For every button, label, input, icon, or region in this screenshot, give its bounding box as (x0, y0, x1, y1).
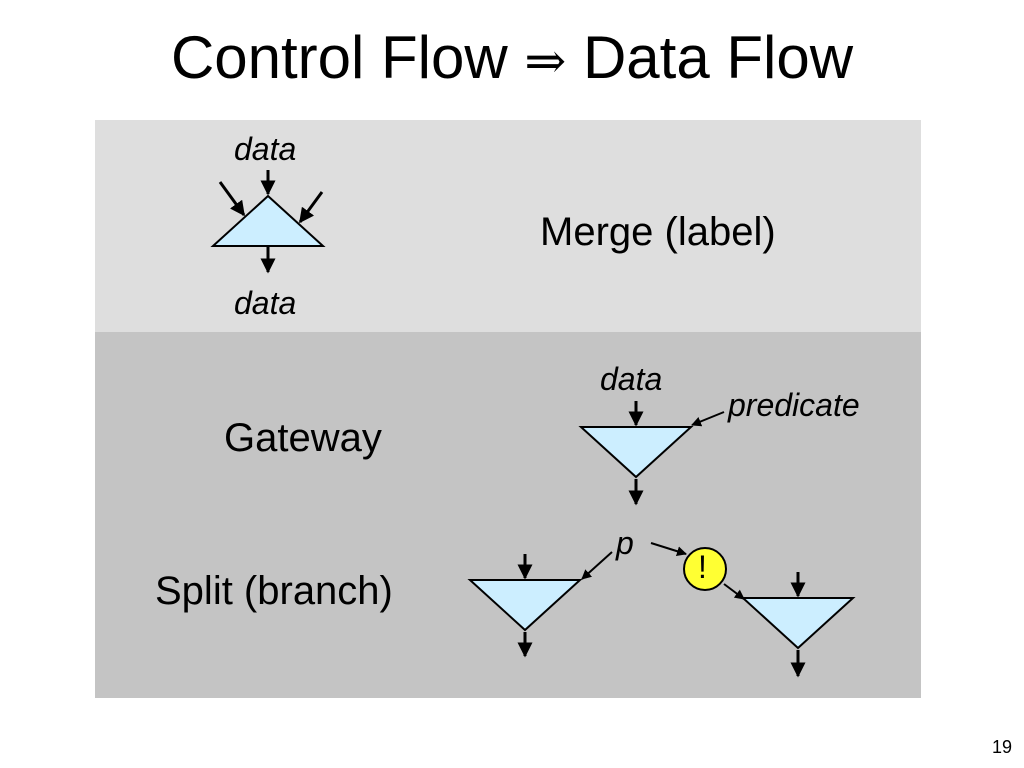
title-right: Data Flow (582, 24, 854, 91)
split-left-node (467, 579, 583, 632)
gateway-data-label: data (600, 361, 663, 397)
split-p-arrow-left (581, 551, 613, 580)
split-marker-label: ! (698, 549, 707, 585)
gateway-node (578, 426, 694, 479)
gateway-predicate-label: predicate (728, 387, 860, 423)
gateway-split-panel (95, 332, 921, 698)
implies-arrow-icon: ⇒ (524, 32, 567, 90)
slide-title: Control Flow ⇒ Data Flow (0, 20, 1024, 99)
merge-input-label: data (234, 131, 297, 167)
merge-input-arrow-right (298, 191, 324, 224)
split-row-label: Split (branch) (155, 569, 393, 613)
split-p-label: p (616, 525, 634, 561)
gateway-row-label: Gateway (224, 416, 382, 460)
page-number: 19 (991, 737, 1012, 757)
split-p-arrow-right (650, 542, 687, 557)
split-marker-arrow (723, 583, 745, 600)
split-marker-circle (683, 547, 727, 591)
title-left: Control Flow (170, 24, 508, 91)
split-right-node (740, 597, 856, 650)
merge-output-label: data (234, 285, 297, 321)
merge-node (210, 194, 326, 247)
merge-input-arrow-left (218, 181, 246, 217)
merge-panel (95, 120, 921, 332)
gateway-predicate-arrow (691, 411, 725, 427)
merge-row-label: Merge (label) (540, 210, 776, 254)
